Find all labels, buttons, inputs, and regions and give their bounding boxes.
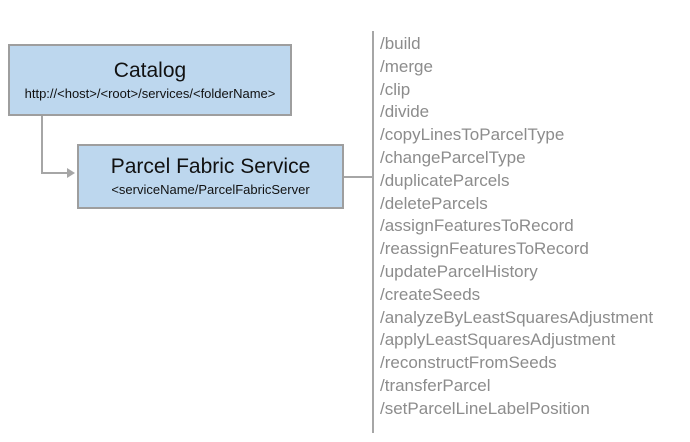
operation-item: /build [380,34,421,53]
parcel-fabric-service-box: Parcel Fabric Service <serviceName/Parce… [77,144,344,209]
service-url: <serviceName/ParcelFabricServer [111,182,310,198]
operation-item: /applyLeastSquaresAdjustment [380,330,616,350]
arrowhead-icon [67,168,75,178]
operation-item: /analyzeByLeastSquaresAdjustment [380,307,654,327]
catalog-to-service-connector-vertical [41,116,43,173]
operation-item: /reconstructFromSeeds [380,353,557,373]
catalog-to-service-connector-horizontal [41,172,68,174]
operation-item: /setParcelLineLabelPosition [380,398,590,418]
operation-item: /transferParcel [380,375,491,395]
operations-divider-line [372,31,374,433]
operation-item: /copyLinesToParcelType [380,125,565,145]
catalog-url: http://<host>/<root>/services/<folderNam… [24,85,276,101]
operation-item: /reassignFeaturesToRecord [380,239,589,259]
operation-item: /changeParcelType [380,147,526,167]
operation-item: /createSeeds [380,284,481,304]
catalog-box: Catalog http://<host>/<root>/services/<f… [8,44,292,116]
operation-item: /deleteParcels [380,193,488,213]
service-to-operations-connector [344,176,372,178]
operation-item: /divide [380,102,430,122]
catalog-title: Catalog [113,58,187,82]
operation-item: /assignFeaturesToRecord [380,216,574,236]
operations-list: /build/merge/clip/divide/copyLinesToParc… [380,33,653,421]
operation-item: /clip [380,79,411,99]
operation-item: /merge [380,56,433,76]
service-title: Parcel Fabric Service [110,155,311,179]
operation-item: /duplicateParcels [380,170,510,190]
operation-item: /updateParcelHistory [380,261,538,281]
